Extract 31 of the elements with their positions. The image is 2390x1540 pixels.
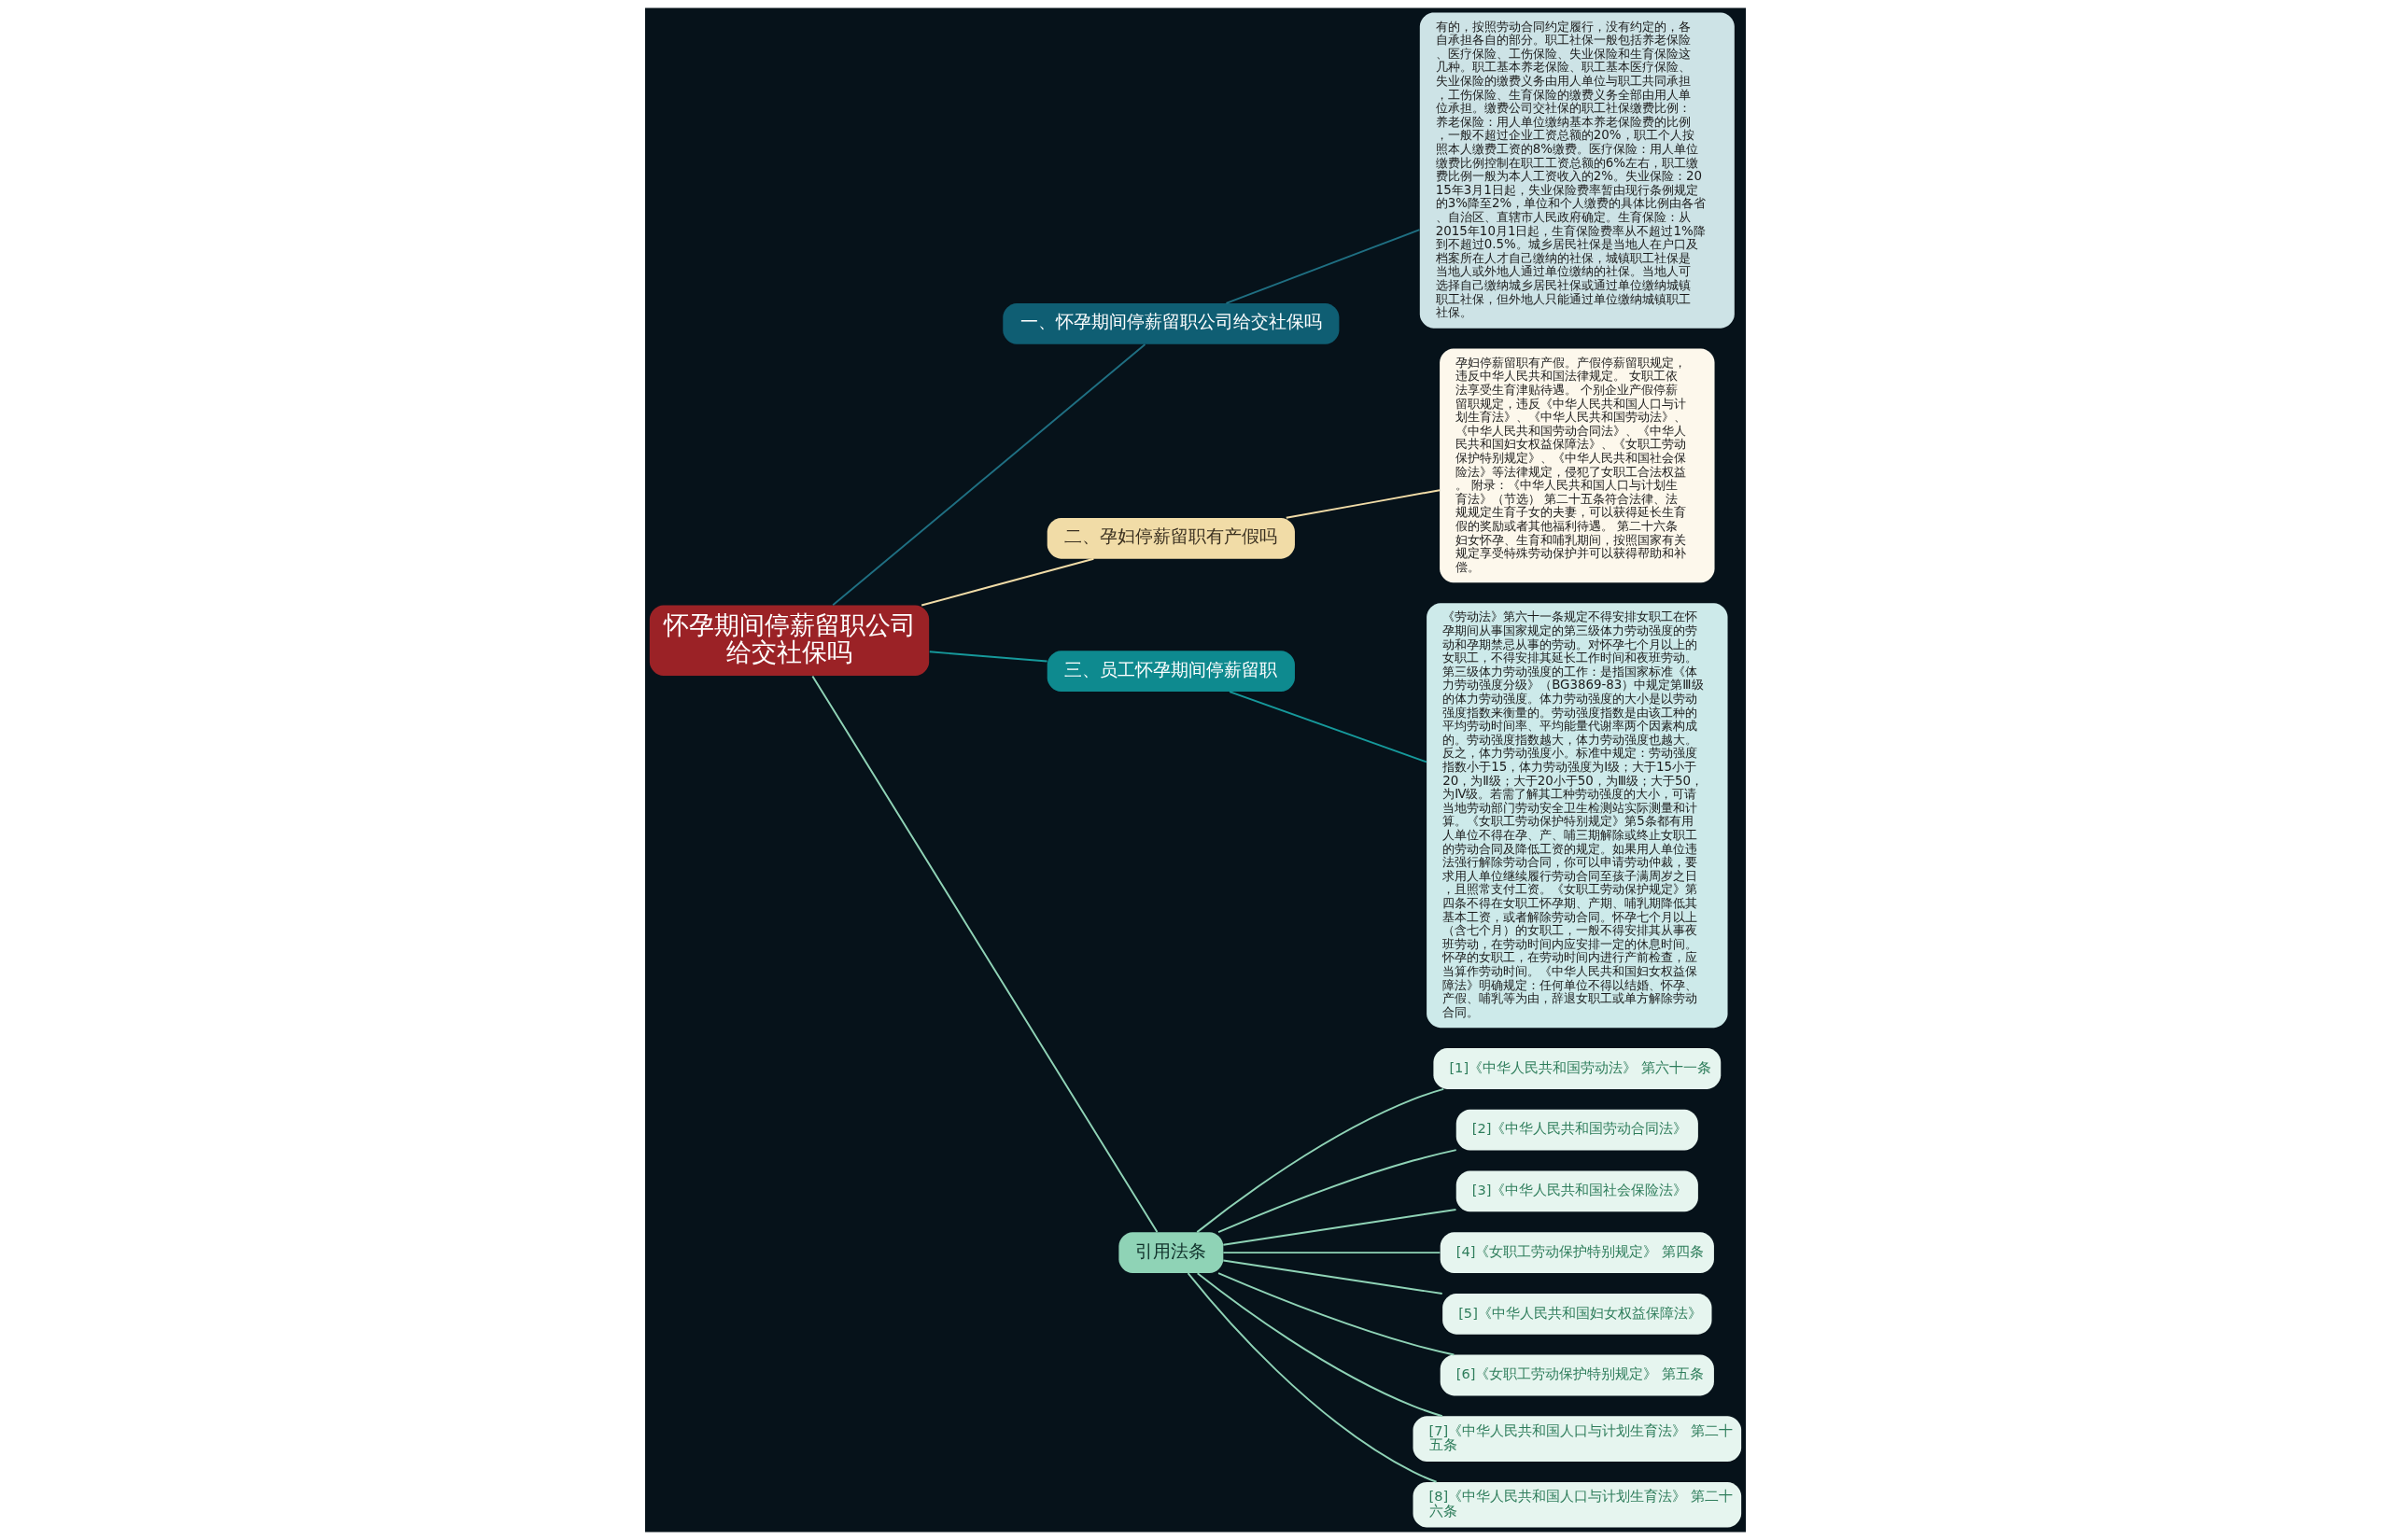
connector bbox=[1196, 1272, 1443, 1418]
node-box: [1]《中华人民共和国劳动法》 第六十一条 bbox=[1432, 1048, 1721, 1089]
node-box: [3]《中华人民共和国社会保险法》 bbox=[1455, 1170, 1698, 1212]
node-box: [2]《中华人民共和国劳动合同法》 bbox=[1455, 1109, 1698, 1151]
connector bbox=[1285, 489, 1441, 519]
node-box: 怀孕期间停薪留职公司给交社保吗 bbox=[649, 605, 929, 676]
node-box: [7]《中华人民共和国人口与计划生育法》 第二十五条 bbox=[1413, 1416, 1741, 1462]
connector bbox=[1221, 1208, 1456, 1246]
node-box: [6]《女职工劳动保护特别规定》 第五条 bbox=[1440, 1354, 1714, 1396]
connector bbox=[810, 675, 1158, 1233]
connector bbox=[928, 651, 1048, 663]
connector bbox=[920, 557, 1094, 607]
connector bbox=[1216, 1272, 1455, 1356]
connector bbox=[1221, 1252, 1441, 1254]
node-box: 一、怀孕期间停薪留职公司给交社保吗 bbox=[1002, 302, 1339, 344]
connector bbox=[1224, 229, 1420, 304]
connector bbox=[1216, 1149, 1457, 1234]
node-box: 二、孕妇停薪留职有产假吗 bbox=[1047, 517, 1295, 559]
connector bbox=[1187, 1272, 1438, 1483]
node-box: 三、员工怀孕期间停薪留职 bbox=[1047, 651, 1295, 693]
node-box: 孕妇停薪留职有产假。产假停薪留职规定，违反中华人民共和国法律规定。 女职工依法享受生育津贴待遇。 个别企业产假停薪留职规定，违反《中华人民共和国人口与计划生育法》、《中华人民共和国劳动法》、《中华人民共和国劳动合同法》、《中华人民共和国妇女权益保障法》、《女职工劳动保护特别规定》、《中华人民共和国社会保险法》等法律规定，侵犯了女职工合法权益。 附录：《中华人民共和国人口与计划生育法》（节选） 第二十五条符合法律、法规规定生育子女的夫妻，可以获得延长生育假的奖励或者其他福利待遇。 第二十六条妇女怀孕、生育和哺乳期间，按照国家有关规定享受特殊劳动保护并可以获得帮助和补偿。 bbox=[1439, 348, 1715, 583]
connector bbox=[831, 343, 1146, 607]
connector bbox=[1228, 691, 1427, 763]
node-box: 有的，按照劳动合同约定履行，没有约定的，各自承担各自的部分。职工社保一般包括养老保险、医疗保险、工伤保险、失业保险和生育保险这几种。职工基本养老保险、职工基本医疗保险、失业保险的缴费义务由用人单位与职工共同承担，工伤保险、生育保险的缴费义务全部由用人单位承担。缴费公司交社保的职工社保缴费比例：养老保险：用人单位缴纳基本养老保险费的比例，一般不超过企业工资总额的20%，职工个人按照本人缴费工资的8%缴费。医疗保险：用人单位缴费比例控制在职工工资总额的6%左右，职工缴费比例一般为本人工资收入的2%。失业保险：2015年3月1日起，失业保险费率暂由现行条例规定的3%降至2%，单位和个人缴费的具体比例由各省、自治区、直辖市人民政府确定。生育保险：从2015年10月1日起，生育保险费率从不超过1%降到不超过0.5%。城乡居民社保是当地人在户口及档案所在人才自己缴纳的社保，城镇职工社保是当地人或外地人通过单位缴纳的社保。当地人可选择自己缴纳城乡居民社保或通过单位缴纳城镇职工社保，但外地人只能通过单位缴纳城镇职工社保。 bbox=[1419, 12, 1735, 329]
node-box: [5]《中华人民共和国妇女权益保障法》 bbox=[1441, 1293, 1711, 1335]
node-box: 引用法条 bbox=[1118, 1232, 1223, 1273]
node-box: [8]《中华人民共和国人口与计划生育法》 第二十六条 bbox=[1413, 1481, 1741, 1528]
node-box: [4]《女职工劳动保护特别规定》 第四条 bbox=[1440, 1232, 1714, 1273]
node-box: 《劳动法》第六十一条规定不得安排女职工在怀孕期间从事国家规定的第三级体力劳动强度的劳动和孕期禁忌从事的劳动。对怀孕七个月以上的女职工，不得安排其延长工作时间和夜班劳动。第三级体力劳动强度的工作：是指国家标准《体力劳动强度分级》（BG3869-83）中规定第Ⅲ级的体力劳动强度。体力劳动强度的大小是以劳动强度指数来衡量的。劳动强度指数是由该工种的平均劳动时间率、平均能量代谢率两个因素构成的。劳动强度指数越大，体力劳动强度也越大。反之，体力劳动强度小。标准中规定：劳动强度指数小于15，体力劳动强度为Ⅰ级；大于15小于20，为Ⅱ级；大于20小于50，为Ⅲ级；大于50，为Ⅳ级。若需了解其工种劳动强度的大小，可请当地劳动部门劳动安全卫生检测站实际测量和计算。《女职工劳动保护特别规定》第5条都有用人单位不得在孕、产、哺三期解除或终止女职工的劳动合同及降低工资的规定。如果用人单位违法强行解除劳动合同，你可以申请劳动仲裁，要求用人单位继续履行劳动合同至孩子满周岁之日，且照常支付工资。《女职工劳动保护规定》第四条不得在女职工怀孕期、产期、哺乳期降低其基本工资，或者解除劳动合同。怀孕七个月以上（含七个月）的女职工，一般不得安排其从事夜班劳动，在劳动时间内应安排一定的休息时间。怀孕的女职工，在劳动时间内进行产前检查，应当算作劳动时间。《中华人民共和国妇女权益保障法》明确规定：任何单位不得以结婚、怀孕、产假、哺乳等为由，辞退女职工或单方解除劳动合同。 bbox=[1426, 603, 1728, 1029]
connector bbox=[1195, 1087, 1444, 1234]
connector bbox=[1221, 1259, 1443, 1295]
